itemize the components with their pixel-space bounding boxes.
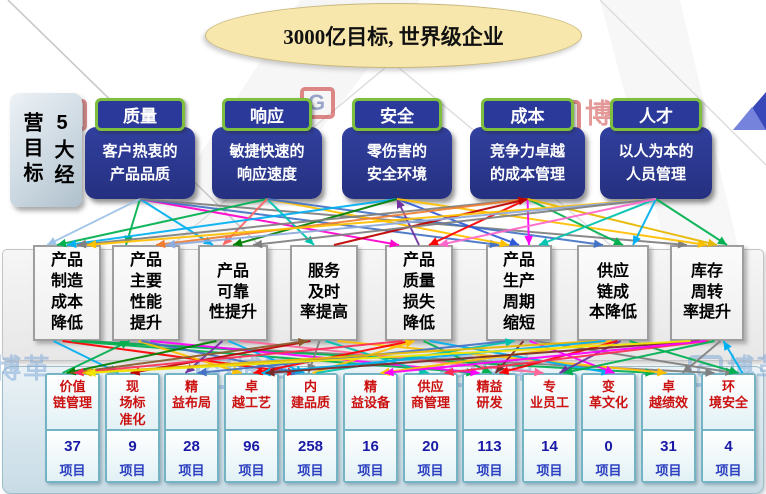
initiative-box-3: 精 益布局 28 项目 bbox=[164, 373, 219, 483]
initiative-label: 内 建品质 bbox=[285, 375, 336, 431]
initiative-count-cell: 20 项目 bbox=[405, 431, 456, 481]
initiative-count-cell: 9 项目 bbox=[107, 431, 158, 481]
goal-box-4: 人才 以人为本的 人员管理 bbox=[600, 98, 712, 199]
initiative-label: 现 场标 准化 bbox=[107, 375, 158, 431]
initiative-unit: 项目 bbox=[119, 463, 146, 478]
initiative-count-cell: 31 项目 bbox=[643, 431, 694, 481]
initiative-label: 卓 越绩效 bbox=[643, 375, 694, 431]
initiative-count: 31 bbox=[660, 438, 677, 455]
initiative-box-5: 内 建品质 258 项目 bbox=[283, 373, 338, 483]
initiative-count: 14 bbox=[541, 438, 558, 455]
initiative-box-4: 卓 越工艺 96 项目 bbox=[224, 373, 279, 483]
metric-box-6: 产品 生产 周期 缩短 bbox=[486, 245, 552, 341]
initiative-count-cell: 0 项目 bbox=[583, 431, 634, 481]
initiative-label: 精 益设备 bbox=[345, 375, 396, 431]
initiative-label: 供应 商管理 bbox=[405, 375, 456, 431]
initiative-unit: 项目 bbox=[417, 463, 444, 478]
metric-box-5: 产品 质量 损失 降低 bbox=[385, 245, 453, 341]
goal-box-3: 成本 竞争力卓越 的成本管理 bbox=[470, 98, 585, 199]
metric-box-1: 产品 制造 成本 降低 bbox=[33, 245, 101, 341]
initiative-unit: 项目 bbox=[59, 463, 86, 478]
initiative-count: 9 bbox=[128, 438, 137, 455]
goal-header-safety: 安全 bbox=[352, 98, 442, 131]
initiative-box-8: 精益 研发 113 项目 bbox=[462, 373, 517, 483]
initiative-label: 变 革文化 bbox=[583, 375, 634, 431]
metric-box-8: 库存 周转 率提升 bbox=[670, 245, 744, 341]
goal-desc-response: 敏捷快速的 响应速度 bbox=[212, 127, 322, 199]
goal-header-response: 响应 bbox=[222, 98, 312, 131]
vision-title: 3000亿目标, 世界级企业 bbox=[283, 24, 504, 49]
initiative-box-7: 供应 商管理 20 项目 bbox=[403, 373, 458, 483]
initiative-unit: 项目 bbox=[357, 463, 384, 478]
goal-header-quality: 质量 bbox=[95, 98, 185, 131]
goal-box-0: 质量 客户热衷的 产品品质 bbox=[85, 98, 195, 199]
blue-triangle-ornament bbox=[733, 92, 766, 130]
initiative-count-cell: 37 项目 bbox=[47, 431, 98, 481]
metric-box-7: 供应 链成 本降低 bbox=[577, 245, 649, 341]
goal-box-2: 安全 零伤害的 安全环境 bbox=[342, 98, 452, 199]
metric-box-3: 产品 可靠 性提升 bbox=[198, 245, 268, 341]
goal-desc-quality: 客户热衷的 产品品质 bbox=[85, 127, 195, 199]
initiative-unit: 项目 bbox=[595, 463, 622, 478]
initiative-count-cell: 113 项目 bbox=[464, 431, 515, 481]
initiative-count: 4 bbox=[724, 438, 733, 455]
initiative-box-9: 专 业员工 14 项目 bbox=[522, 373, 577, 483]
metric-box-4: 服务 及时 率提高 bbox=[290, 245, 358, 341]
initiative-box-1: 价值 链管理 37 项目 bbox=[45, 373, 100, 483]
initiative-label: 价值 链管理 bbox=[47, 375, 98, 431]
initiative-count-cell: 258 项目 bbox=[285, 431, 336, 481]
initiative-unit: 项目 bbox=[297, 463, 324, 478]
goal-desc-talent: 以人为本的 人员管理 bbox=[600, 127, 712, 199]
vision-ellipse: 3000亿目标, 世界级企业 bbox=[205, 3, 582, 68]
initiative-count: 113 bbox=[477, 438, 502, 455]
initiative-count: 37 bbox=[64, 438, 81, 455]
goal-group-label-box: 5大经 营目标 bbox=[10, 93, 82, 207]
initiative-label: 环 境安全 bbox=[703, 375, 754, 431]
initiative-count-cell: 14 项目 bbox=[524, 431, 575, 481]
goal-header-talent: 人才 bbox=[610, 98, 702, 131]
initiative-count-cell: 28 项目 bbox=[166, 431, 217, 481]
initiative-count: 96 bbox=[243, 438, 260, 455]
initiative-box-11: 卓 越绩效 31 项目 bbox=[641, 373, 696, 483]
initiative-unit: 项目 bbox=[178, 463, 205, 478]
goal-group-label: 5大经 营目标 bbox=[20, 111, 73, 189]
initiative-label: 专 业员工 bbox=[524, 375, 575, 431]
initiative-count-cell: 16 项目 bbox=[345, 431, 396, 481]
initiative-count: 20 bbox=[422, 438, 439, 455]
initiative-count: 16 bbox=[362, 438, 379, 455]
goal-desc-safety: 零伤害的 安全环境 bbox=[342, 127, 452, 199]
initiative-unit: 项目 bbox=[536, 463, 563, 478]
initiative-count: 28 bbox=[183, 438, 200, 455]
initiative-box-10: 变 革文化 0 项目 bbox=[581, 373, 636, 483]
initiative-box-2: 现 场标 准化 9 项目 bbox=[105, 373, 160, 483]
initiative-box-6: 精 益设备 16 项目 bbox=[343, 373, 398, 483]
initiative-unit: 项目 bbox=[238, 463, 265, 478]
initiative-label: 精益 研发 bbox=[464, 375, 515, 431]
initiative-unit: 项目 bbox=[655, 463, 682, 478]
initiative-count: 0 bbox=[604, 438, 613, 455]
initiative-box-12: 环 境安全 4 项目 bbox=[701, 373, 756, 483]
goal-desc-cost: 竞争力卓越 的成本管理 bbox=[470, 127, 585, 199]
initiative-count-cell: 96 项目 bbox=[226, 431, 277, 481]
initiative-label: 精 益布局 bbox=[166, 375, 217, 431]
initiative-unit: 项目 bbox=[715, 463, 742, 478]
goal-header-cost: 成本 bbox=[480, 98, 575, 131]
goal-box-1: 响应 敏捷快速的 响应速度 bbox=[212, 98, 322, 199]
initiative-label: 卓 越工艺 bbox=[226, 375, 277, 431]
initiative-unit: 项目 bbox=[476, 463, 503, 478]
watermark-logo: 博革 bbox=[0, 354, 52, 384]
initiative-count-cell: 4 项目 bbox=[703, 431, 754, 481]
initiative-count: 258 bbox=[297, 438, 324, 455]
metric-box-2: 产品 主要 性能 提升 bbox=[112, 245, 180, 341]
